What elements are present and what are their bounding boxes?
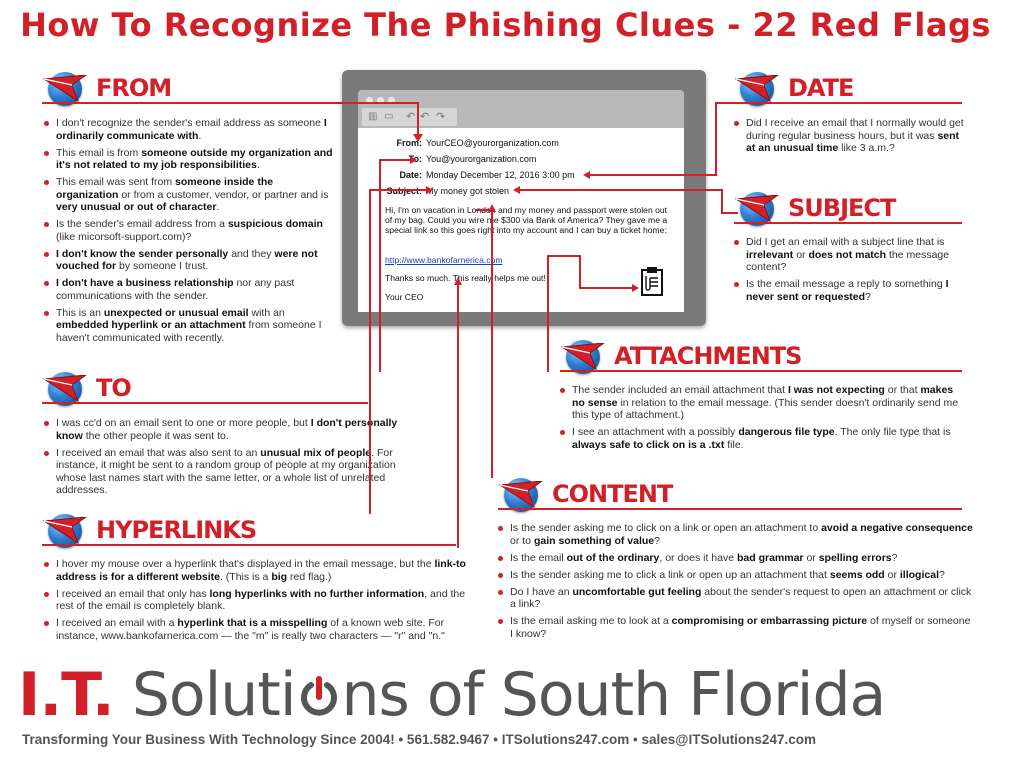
section-to: TO xyxy=(42,372,378,406)
red-flag-icon xyxy=(42,72,87,106)
page-title: How To Recognize The Phishing Clues - 22… xyxy=(20,6,991,44)
brand-logo: I.T. Soluti ns of South Florida xyxy=(18,664,886,726)
email-link[interactable]: http://www.bankofarnerica.com xyxy=(385,255,503,265)
brand-post: ns of South Florida xyxy=(341,660,887,730)
date-list: Did I receive an email that I normally w… xyxy=(732,117,968,159)
content-item: Is the email out of the ordinary, or doe… xyxy=(496,552,974,565)
section-attachments: ATTACHMENTS xyxy=(560,340,966,374)
to-label: To: xyxy=(408,154,422,164)
red-flag-icon xyxy=(734,192,779,226)
content-item: Is the email asking me to look at a comp… xyxy=(496,615,974,640)
from-label: From: xyxy=(396,138,423,148)
hyperlinks-item: I received an email that only has long h… xyxy=(42,588,482,613)
from-item: This email was sent from someone inside … xyxy=(42,176,334,214)
content-item: Is the sender asking me to click a link … xyxy=(496,569,974,582)
to-value: You@yourorganization.com xyxy=(426,154,537,164)
content-item: Do I have an uncomfortable gut feeling a… xyxy=(496,586,974,611)
subject-value: My money got stolen xyxy=(426,186,510,196)
hyperlinks-item: I received an email with a hyperlink tha… xyxy=(42,617,482,642)
brand-it: I.T. xyxy=(18,660,115,730)
footer-tagline: Transforming Your Business With Technolo… xyxy=(22,732,816,747)
clipboard-icon[interactable] xyxy=(640,266,664,296)
content-list: Is the sender asking me to click on a li… xyxy=(496,522,974,645)
section-from-title: FROM xyxy=(96,74,172,102)
brand-pre: Soluti xyxy=(131,660,297,730)
email-toolbar: ▥ ▭ ↶ ↶ ↷ xyxy=(362,108,457,126)
content-item: Is the sender asking me to click on a li… xyxy=(496,522,974,547)
trash-icon[interactable]: ▥ xyxy=(368,111,378,122)
red-flag-icon xyxy=(498,478,543,512)
from-item: I don't have a business relationship nor… xyxy=(42,277,334,302)
date-item: Did I receive an email that I normally w… xyxy=(732,117,968,155)
section-attachments-title: ATTACHMENTS xyxy=(614,342,802,370)
email-message: Hi, I'm on vacation in London and my mon… xyxy=(385,205,668,235)
forward-icon[interactable]: ↷ xyxy=(436,111,446,123)
to-list: I was cc'd on an email sent to one or mo… xyxy=(42,417,404,501)
hyperlinks-list: I hover my mouse over a hyperlink that's… xyxy=(42,558,482,647)
email-thanks: Thanks so much. This really helps me out… xyxy=(385,273,546,283)
section-hyperlinks-title: HYPERLINKS xyxy=(96,516,257,544)
section-content: CONTENT xyxy=(498,478,966,512)
reply-icon[interactable]: ↶ xyxy=(406,111,416,123)
from-item: This email is from someone outside my or… xyxy=(42,147,334,172)
power-icon xyxy=(297,668,341,716)
section-date: DATE xyxy=(734,72,964,106)
attachments-item: I see an attachment with a possibly dang… xyxy=(558,426,968,451)
move-icon[interactable]: ▭ xyxy=(384,111,394,122)
section-to-title: TO xyxy=(96,374,132,402)
section-subject: SUBJECT xyxy=(734,192,964,226)
subject-item: Did I get an email with a subject line t… xyxy=(732,236,968,274)
subject-item: Is the email message a reply to somethin… xyxy=(732,278,968,303)
from-item: Is the sender's email address from a sus… xyxy=(42,218,334,243)
section-subject-title: SUBJECT xyxy=(788,194,896,222)
hyperlinks-item: I hover my mouse over a hyperlink that's… xyxy=(42,558,482,583)
section-hyperlinks: HYPERLINKS xyxy=(42,514,458,548)
from-item: This is an unexpected or unusual email w… xyxy=(42,307,334,345)
reply-all-icon[interactable]: ↶ xyxy=(420,111,430,123)
from-item: I don't know the sender personally and t… xyxy=(42,248,334,273)
from-value: YourCEO@yourorganization.com xyxy=(426,138,559,148)
to-item: I received an email that was also sent t… xyxy=(42,447,404,497)
section-date-title: DATE xyxy=(788,74,854,102)
section-from: FROM xyxy=(42,72,358,106)
date-label: Date: xyxy=(399,170,422,180)
subject-list: Did I get an email with a subject line t… xyxy=(732,236,968,308)
from-item: I don't recognize the sender's email add… xyxy=(42,117,334,142)
from-list: I don't recognize the sender's email add… xyxy=(42,117,334,349)
attachments-item: The sender included an email attachment … xyxy=(558,384,968,422)
section-content-title: CONTENT xyxy=(552,480,673,508)
red-flag-icon xyxy=(560,340,605,374)
red-flag-icon xyxy=(42,372,87,406)
red-flag-icon xyxy=(734,72,779,106)
red-flag-icon xyxy=(42,514,87,548)
date-value: Monday December 12, 2016 3:00 pm xyxy=(426,170,575,180)
attachments-list: The sender included an email attachment … xyxy=(558,384,968,456)
email-signoff: Your CEO xyxy=(385,292,424,302)
to-item: I was cc'd on an email sent to one or mo… xyxy=(42,417,404,442)
